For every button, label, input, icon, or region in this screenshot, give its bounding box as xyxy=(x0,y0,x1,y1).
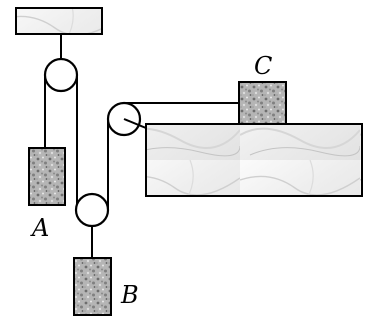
top-pulley xyxy=(43,57,79,93)
block-c xyxy=(238,81,287,125)
label-b: B xyxy=(120,281,139,309)
table-pulley-axle xyxy=(123,118,147,129)
block-b xyxy=(73,257,112,316)
label-c: C xyxy=(254,52,272,80)
label-a: A xyxy=(30,214,49,242)
lower-pulley xyxy=(74,192,110,228)
table xyxy=(145,123,363,197)
ceiling xyxy=(15,7,103,35)
block-a xyxy=(28,147,66,206)
